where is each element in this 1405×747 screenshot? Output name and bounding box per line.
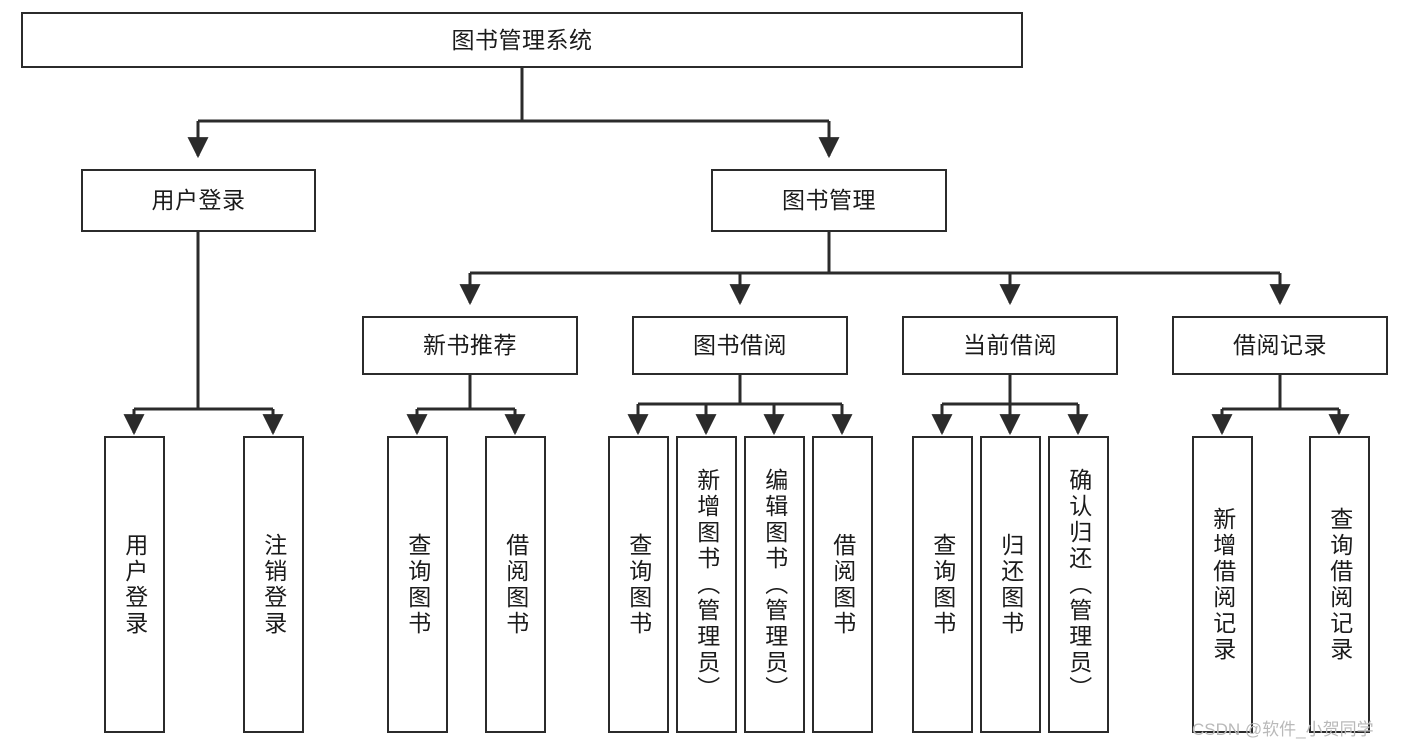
leaf-edit-book[interactable]: 编辑图书（管理员）	[744, 436, 805, 733]
leaf-add-record-label: 新增借阅记录	[1209, 506, 1236, 663]
node-book-borrow-label: 图书借阅	[693, 332, 787, 359]
leaf-query-book-1-label: 查询图书	[404, 532, 431, 637]
node-new-book-recommend[interactable]: 新书推荐	[362, 316, 578, 375]
node-user-login-label: 用户登录	[151, 187, 246, 214]
node-user-login[interactable]: 用户登录	[81, 169, 316, 232]
leaf-query-book-2[interactable]: 查询图书	[608, 436, 669, 733]
leaf-logout-login[interactable]: 注销登录	[243, 436, 304, 733]
leaf-borrow-book-2[interactable]: 借阅图书	[812, 436, 873, 733]
leaf-query-book-3[interactable]: 查询图书	[912, 436, 973, 733]
leaf-borrow-book-1[interactable]: 借阅图书	[485, 436, 546, 733]
leaf-add-record[interactable]: 新增借阅记录	[1192, 436, 1253, 733]
node-current-borrow[interactable]: 当前借阅	[902, 316, 1118, 375]
leaf-confirm-return-label: 确认归还（管理员）	[1065, 467, 1092, 702]
node-root[interactable]: 图书管理系统	[21, 12, 1023, 68]
node-new-book-recommend-label: 新书推荐	[423, 332, 517, 359]
leaf-borrow-book-1-label: 借阅图书	[502, 532, 529, 637]
leaf-borrow-book-2-label: 借阅图书	[829, 532, 856, 637]
leaf-query-book-2-label: 查询图书	[625, 532, 652, 637]
leaf-add-book[interactable]: 新增图书（管理员）	[676, 436, 737, 733]
leaf-return-book[interactable]: 归还图书	[980, 436, 1041, 733]
leaf-edit-book-label: 编辑图书（管理员）	[761, 467, 788, 702]
leaf-query-record[interactable]: 查询借阅记录	[1309, 436, 1370, 733]
node-borrow-record-label: 借阅记录	[1233, 332, 1327, 359]
leaf-confirm-return[interactable]: 确认归还（管理员）	[1048, 436, 1109, 733]
leaf-logout-login-label: 注销登录	[260, 532, 287, 637]
node-book-manage[interactable]: 图书管理	[711, 169, 947, 232]
leaf-query-record-label: 查询借阅记录	[1326, 506, 1353, 663]
leaf-query-book-1[interactable]: 查询图书	[387, 436, 448, 733]
leaf-user-login[interactable]: 用户登录	[104, 436, 165, 733]
node-book-borrow[interactable]: 图书借阅	[632, 316, 848, 375]
node-book-manage-label: 图书管理	[782, 187, 876, 214]
leaf-query-book-3-label: 查询图书	[929, 532, 956, 637]
leaf-user-login-label: 用户登录	[121, 532, 148, 637]
node-borrow-record[interactable]: 借阅记录	[1172, 316, 1388, 375]
node-current-borrow-label: 当前借阅	[963, 332, 1057, 359]
node-root-label: 图书管理系统	[451, 26, 593, 53]
leaf-return-book-label: 归还图书	[997, 532, 1024, 637]
leaf-add-book-label: 新增图书（管理员）	[693, 467, 720, 702]
